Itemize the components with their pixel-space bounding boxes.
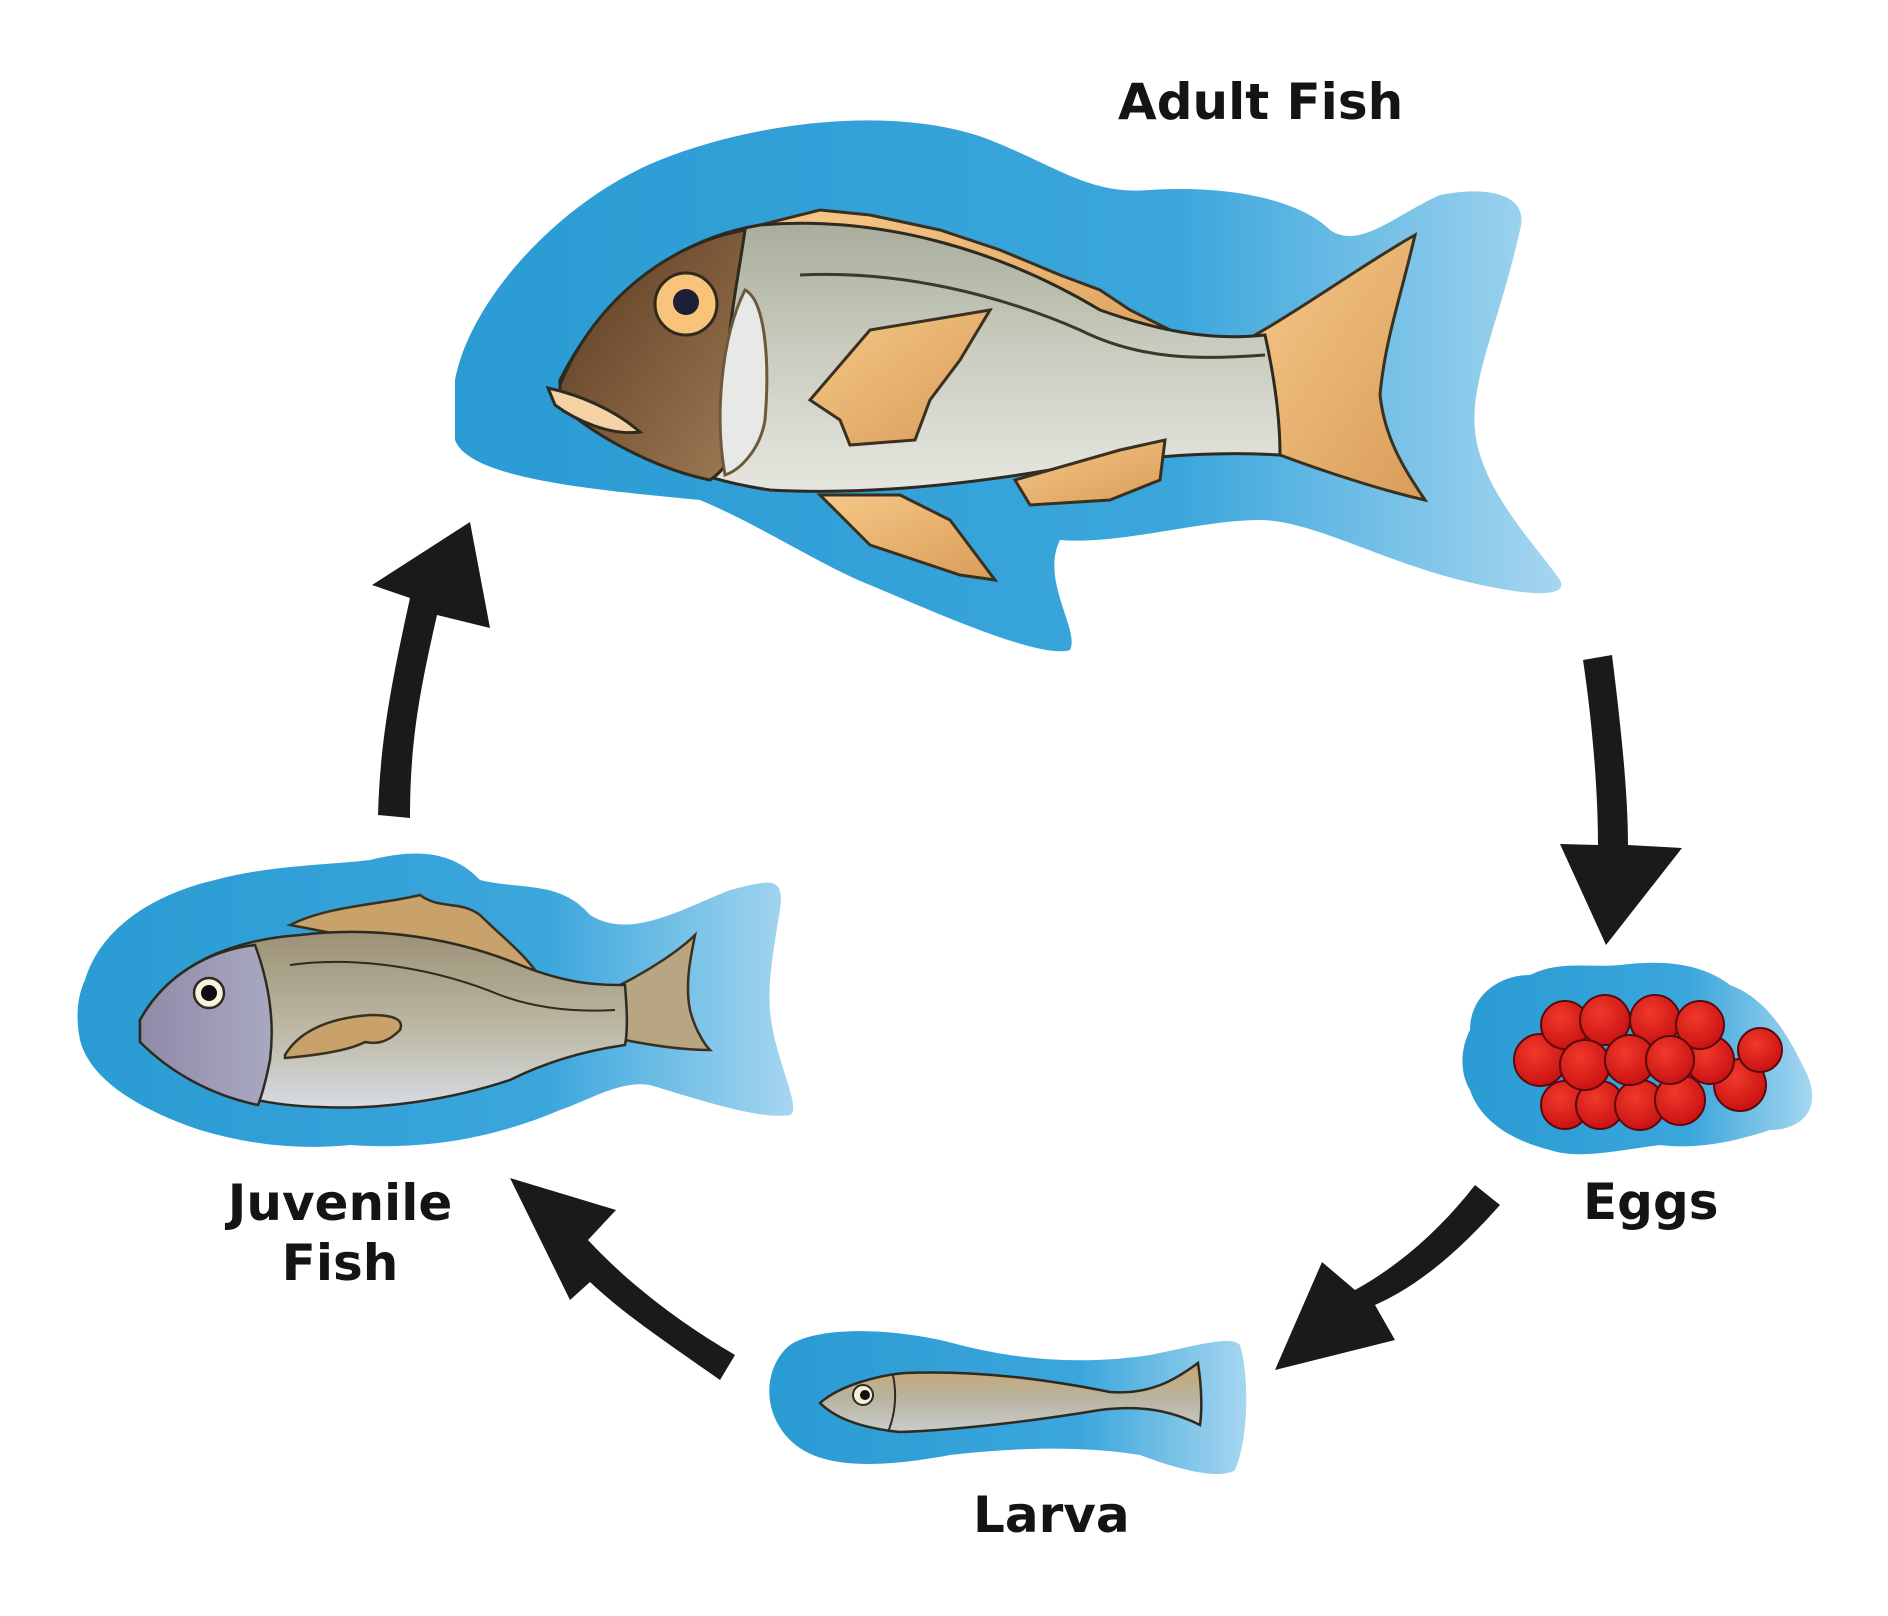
eggs-stage [1462, 962, 1813, 1155]
adult-pupil [673, 289, 699, 315]
juvenile-fish-head [138, 943, 273, 1107]
label-adult-fish: Adult Fish [1118, 73, 1404, 131]
juvenile-pupil [201, 985, 217, 1001]
adult-mouth [545, 385, 644, 435]
larva-pupil [860, 1390, 870, 1400]
larva-stage [769, 1331, 1247, 1475]
arrow-adult-to-eggs [1560, 655, 1682, 945]
adult-lateral-line [799, 272, 1266, 359]
arrow-juvenile-to-adult [372, 522, 490, 818]
label-eggs: Eggs [1583, 1173, 1719, 1231]
adult-pelvic-fin [816, 493, 999, 582]
label-juvenile-line-1: Juvenile [227, 1174, 453, 1232]
juvenile-pectoral-fin [283, 1013, 403, 1060]
juvenile-tail [618, 931, 714, 1052]
arrow-eggs-to-larva [1275, 1185, 1500, 1370]
arrow-larva-to-juvenile [510, 1178, 735, 1380]
adult-gill [718, 287, 769, 477]
label-larva: Larva [973, 1486, 1130, 1544]
larva-gill-line [887, 1374, 897, 1433]
juvenile-lateral-line [289, 960, 616, 1012]
adult-pectoral-fin [807, 307, 993, 447]
juvenile-fish-stage [77, 853, 794, 1147]
adult-anal-fin [1012, 438, 1167, 507]
label-juvenile-fish: Juvenile Fish [220, 1173, 460, 1293]
adult-fish-stage [455, 120, 1562, 652]
larva-body [818, 1360, 1203, 1434]
egg-cluster [1513, 994, 1783, 1131]
label-juvenile-line-2: Fish [281, 1234, 399, 1292]
